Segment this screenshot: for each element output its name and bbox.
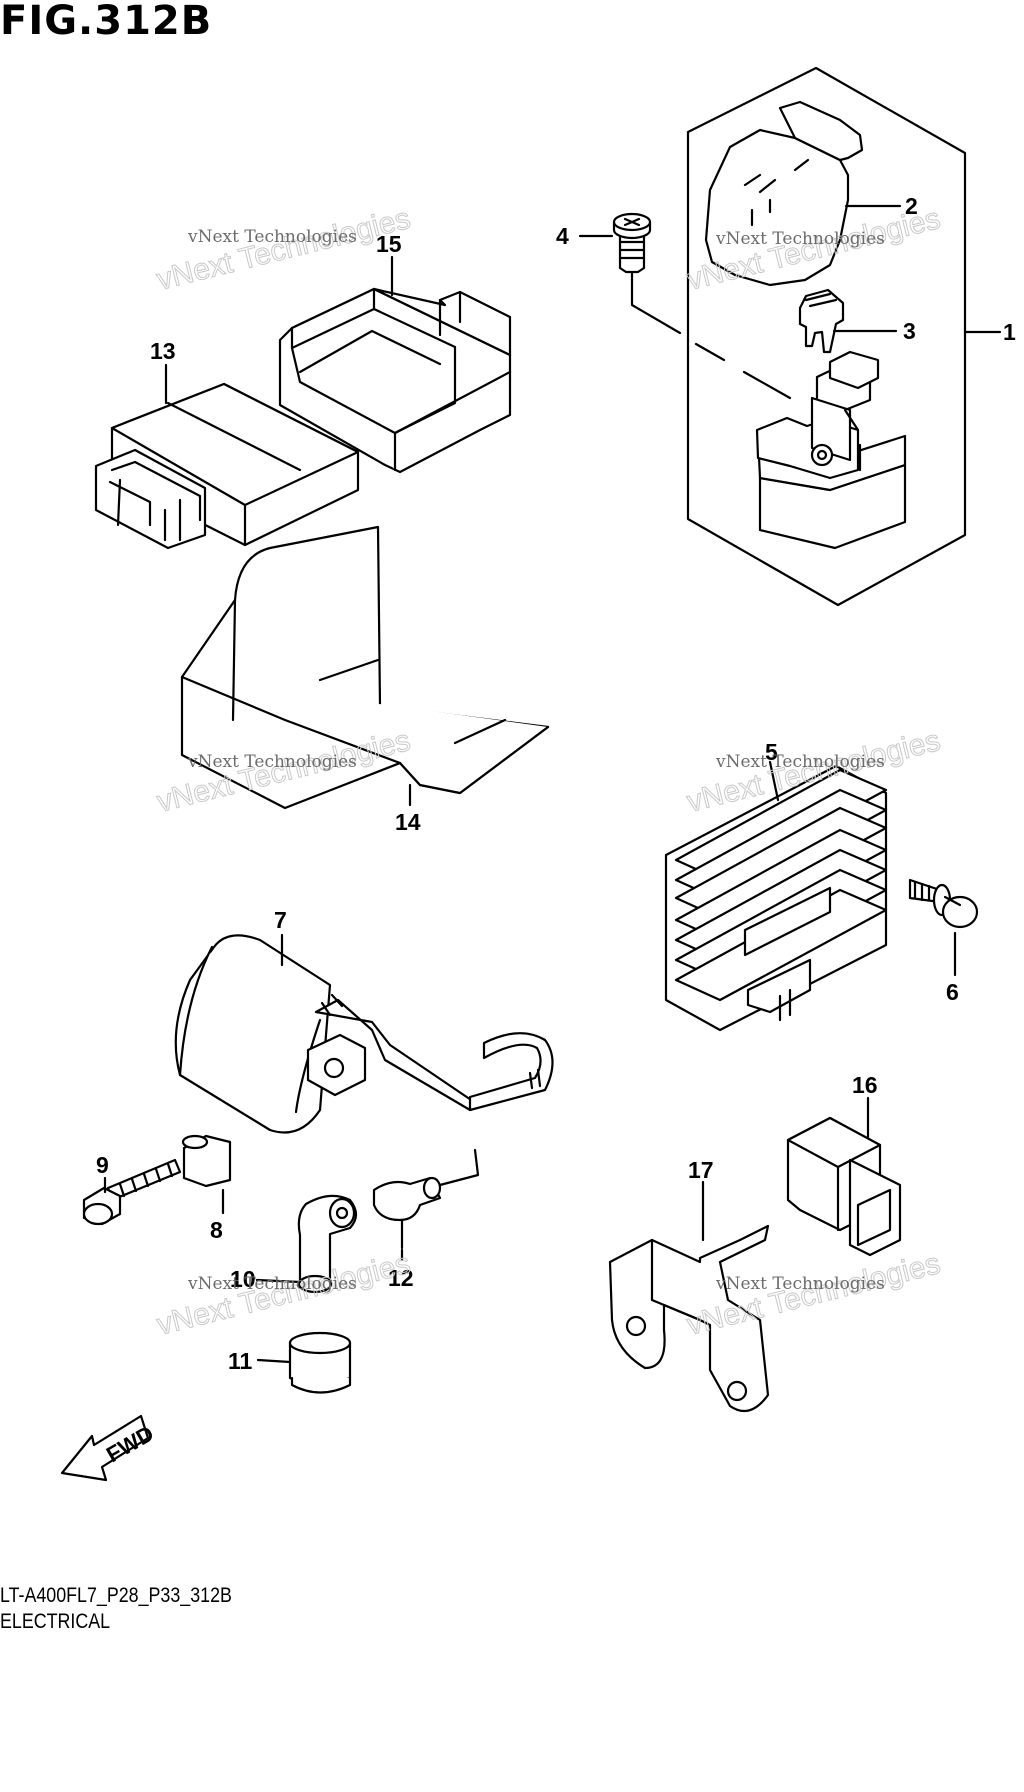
assembly-frame — [686, 66, 967, 607]
callout-12: 12 — [388, 1265, 414, 1291]
callout-17: 17 — [688, 1157, 714, 1183]
elbow-boot — [297, 1194, 358, 1294]
regulator-rectifier — [664, 764, 888, 1032]
watermark-text: vNext Technologies — [187, 752, 357, 772]
callout-2: 2 — [905, 193, 918, 219]
bolt-small — [612, 212, 652, 274]
callout-9: 9 — [96, 1152, 109, 1178]
starter-relay — [755, 350, 907, 550]
leader-4b — [694, 342, 792, 400]
ecu-module — [94, 382, 360, 550]
watermark-text: vNext Technologies — [715, 752, 885, 772]
figure-title: FIG.312B — [0, 0, 213, 44]
long-bolt — [82, 1158, 182, 1226]
callout-7: 7 — [274, 907, 287, 933]
watermark-text: vNext Technologies — [187, 227, 357, 247]
callout-14: 14 — [395, 809, 421, 835]
callout-5: 5 — [765, 739, 778, 765]
callout-11: 11 — [228, 1348, 253, 1374]
watermark-text: vNext Technologies — [187, 1274, 357, 1294]
forward-arrow: FWD — [60, 1414, 158, 1482]
watermark-text: vNext Technologies — [715, 229, 885, 249]
callout-4: 4 — [556, 223, 569, 249]
callout-13: 13 — [150, 338, 176, 364]
bracket-plate — [180, 525, 550, 810]
model-code: LT-A400FL7_P28_P33_312B — [0, 1584, 232, 1607]
callout-10: 10 — [230, 1266, 256, 1292]
callout-3: 3 — [903, 318, 916, 344]
mounting-bracket — [608, 1224, 770, 1413]
section-name: ELECTRICAL — [0, 1610, 111, 1633]
relay-cover — [704, 100, 864, 287]
collar — [181, 1134, 232, 1188]
callout-15: 15 — [376, 231, 402, 257]
callout-1: 1 — [1003, 319, 1016, 345]
leader-lines — [103, 204, 1002, 1364]
watermark-text: vNext Technologies — [715, 1274, 885, 1294]
flange-bolt — [908, 878, 979, 929]
watermark-outline: vNext Technologies — [154, 202, 414, 297]
ignition-coil — [174, 934, 554, 1134]
callout-16: 16 — [852, 1072, 878, 1098]
ecu-cover — [278, 287, 512, 474]
callout-8: 8 — [210, 1217, 223, 1243]
connector — [786, 1116, 902, 1257]
callout-6: 6 — [946, 979, 959, 1005]
rubber-cap — [288, 1331, 352, 1394]
fuse — [798, 288, 845, 354]
callout-numbers: 1 2 3 4 5 6 7 8 9 10 11 12 13 14 15 16 1… — [96, 193, 1016, 1374]
watermark-outline: vNext Technologies — [154, 1247, 414, 1342]
leader-4 — [630, 271, 682, 335]
plug-cap — [372, 1148, 480, 1250]
